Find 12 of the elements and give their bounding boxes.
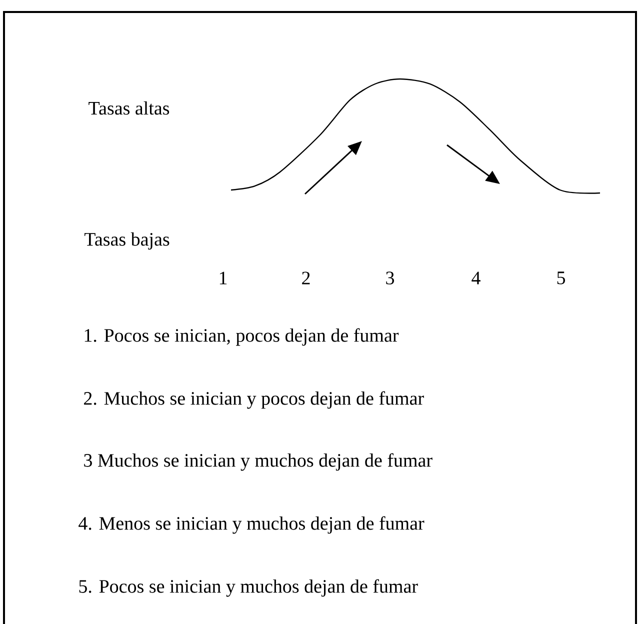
stage-number: 1 bbox=[220, 272, 227, 284]
stage-number: 4 bbox=[472, 272, 480, 284]
stage-number: 3 bbox=[386, 272, 394, 284]
list-item: 4. Menos se inician y muchos dejan de fumar bbox=[78, 516, 424, 534]
stage-number: 2 bbox=[302, 272, 310, 284]
axis-label: Tasas altas bbox=[88, 101, 170, 115]
list-item: 1. Pocos se inician, pocos dejan de fumar bbox=[84, 328, 399, 346]
list-item: 3 Muchos se inician y muchos dejan de fumar bbox=[84, 453, 432, 471]
stage-number: 5 bbox=[557, 272, 565, 284]
list-item: 2. Muchos se inician y pocos dejan de fumar bbox=[84, 391, 424, 409]
axis-label: Tasas bajas bbox=[84, 232, 170, 250]
list-item: 5. Pocos se inician y muchos dejan de fumar bbox=[79, 579, 418, 597]
